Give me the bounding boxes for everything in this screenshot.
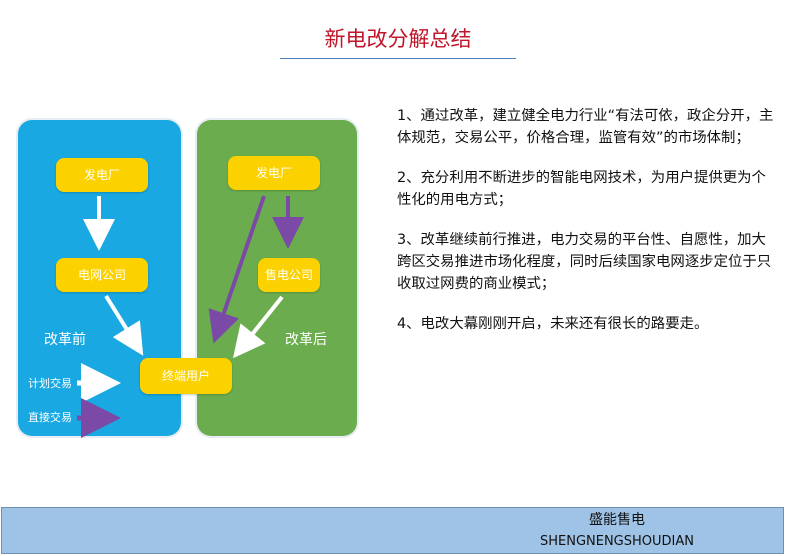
summary-point: 1、通过改革，建立健全电力行业“有法可依，政企分开，主体规范，交易公平，价格合理… (397, 108, 774, 146)
retail-company-node: 售电公司 (258, 258, 320, 292)
summary-text: 1、通过改革，建立健全电力行业“有法可依，政企分开，主体规范，交易公平，价格合理… (397, 105, 777, 353)
before-reform-label: 改革前 (44, 332, 86, 348)
arrow-retail-to-user (233, 295, 284, 359)
summary-point: 2、充分利用不断进步的智能电网技术，为用户提供更为个性化的用电方式； (397, 170, 766, 208)
company-name-pinyin: SHENGNENGSHOUDIAN (539, 534, 694, 549)
footer-bar: 盛能售电 SHENGNENGSHOUDIAN (1, 507, 784, 554)
page-title: 新电改分解总结 (324, 27, 472, 51)
grid-company-node: 电网公司 (56, 258, 148, 292)
arrow-grid-to-user (104, 294, 144, 356)
title-underline (280, 58, 516, 59)
after-reform-label: 改革后 (285, 332, 327, 348)
legend-planned-label: 计划交易 (28, 377, 72, 390)
summary-point: 3、改革继续前行推进，电力交易的平台性、自愿性，加大跨区交易推进市场化程度，同时… (397, 232, 772, 292)
arrow-plant-to-user-direct (208, 195, 266, 344)
company-name: 盛能售电 (589, 512, 645, 528)
summary-point: 4、电改大幕刚刚开启，未来还有很长的路要走。 (397, 316, 709, 332)
legend-direct-label: 直接交易 (28, 411, 72, 424)
end-user-node: 终端用户 (140, 358, 232, 394)
power-plant-node-after: 发电厂 (228, 156, 320, 190)
power-plant-node-before: 发电厂 (56, 158, 148, 192)
